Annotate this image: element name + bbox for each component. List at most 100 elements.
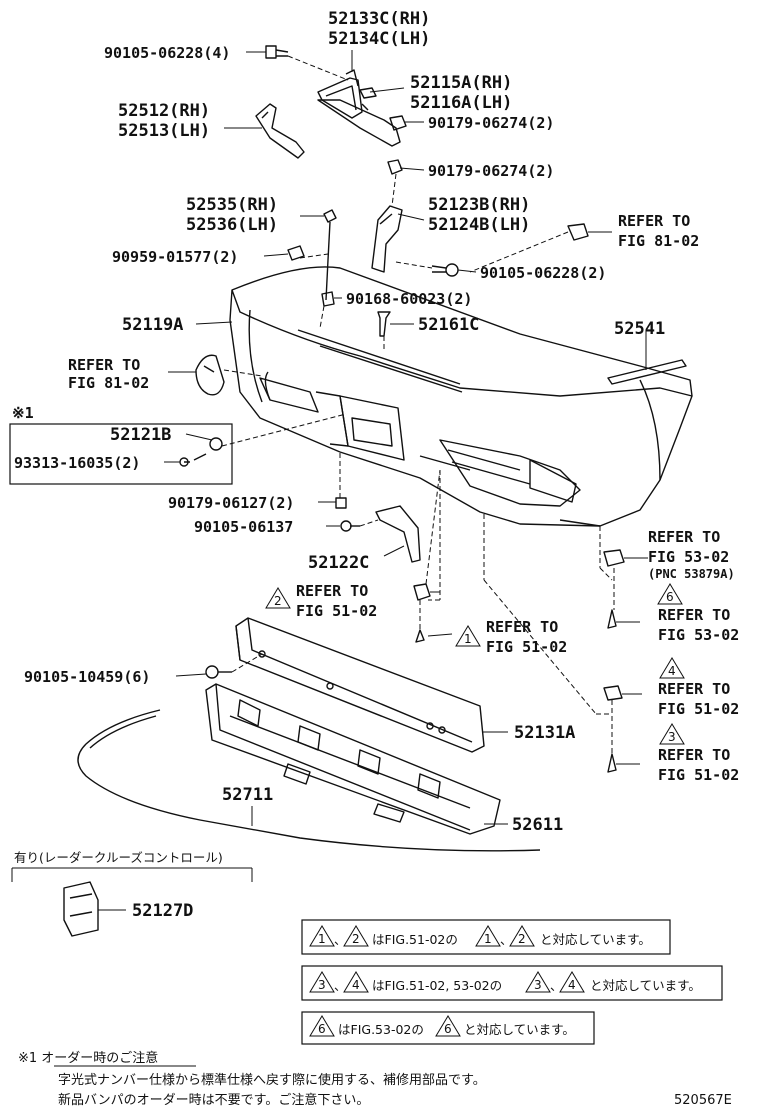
svg-text:、: 、	[334, 978, 347, 993]
legend-box-3	[301, 1011, 595, 1045]
label-52513: 52513(LH)	[118, 121, 210, 141]
svg-text:2: 2	[518, 932, 526, 946]
legend-row-1: 1 、 2 はFIG.51-02の 1 、 2 と対応しています。	[309, 925, 651, 947]
svg-text:4: 4	[352, 978, 360, 992]
svg-text:1: 1	[464, 632, 472, 646]
label-52611: 52611	[512, 815, 563, 835]
label-52541: 52541	[614, 319, 665, 339]
svg-text:3: 3	[534, 978, 542, 992]
label-90179-06274-b: 90179-06274(2)	[428, 162, 554, 180]
svg-text:6: 6	[318, 1022, 326, 1036]
svg-text:と対応しています。: と対応しています。	[540, 932, 651, 947]
label-52535: 52535(RH)	[186, 195, 278, 215]
label-52122c: 52122C	[308, 553, 369, 573]
svg-text:4: 4	[668, 664, 676, 678]
svg-text:はFIG.51-02の: はFIG.51-02の	[372, 932, 458, 947]
label-90959-01577: 90959-01577(2)	[112, 248, 238, 266]
svg-text:はFIG.53-02の: はFIG.53-02の	[338, 1022, 424, 1037]
option-box-star1	[9, 423, 233, 485]
bolt-90105-06228-top-drawing	[265, 45, 289, 59]
note-line-2: 新品バンパのオーダー時は不要です。ご注意下さい。	[58, 1092, 369, 1108]
svg-text:と対応しています。: と対応しています。	[464, 1022, 575, 1037]
label-52123b: 52123B(RH)	[428, 195, 530, 215]
label-star1: ※1	[12, 404, 34, 422]
label-90179-06127: 90179-06127(2)	[168, 494, 294, 512]
clip-ref-81-02-drawing	[567, 223, 589, 241]
fig-51-02-2: FIG 51-02	[486, 638, 567, 656]
fig-51-02-1: FIG 51-02	[296, 602, 377, 620]
fig-53-02-1: FIG 53-02	[648, 548, 729, 566]
label-52119a: 52119A	[122, 315, 183, 335]
label-52116a: 52116A(LH)	[410, 93, 512, 113]
bracket-52121b-drawing	[179, 437, 223, 467]
label-52124b: 52124B(LH)	[428, 215, 530, 235]
label-90105-06228-4: 90105-06228(4)	[104, 44, 230, 62]
radar-option-header: 有り(レーダークルーズコントロール)	[14, 850, 223, 865]
leader-lines	[98, 50, 648, 911]
svg-text:と対応しています。: と対応しています。	[590, 978, 701, 993]
clip-90959-drawing	[287, 245, 305, 261]
legend-row-2: 3 、 4 はFIG.51-02, 53-02の 3 、 4 と対応しています。	[309, 971, 701, 993]
svg-text:はFIG.51-02, 53-02の: はFIG.51-02, 53-02の	[372, 978, 502, 993]
svg-text:2: 2	[352, 932, 360, 946]
label-52134c: 52134C(LH)	[328, 29, 430, 49]
label-pnc: (PNC 53879A)	[648, 567, 735, 581]
svg-text:6: 6	[666, 590, 674, 604]
label-52711: 52711	[222, 785, 273, 805]
refer-to-4: REFER TO	[296, 582, 368, 600]
svg-text:4: 4	[568, 978, 576, 992]
clip-ref-51-02-drawing	[413, 583, 431, 643]
label-52121b: 52121B	[110, 425, 171, 445]
clips-right-drawing	[603, 549, 625, 773]
triangle-marker-1: 1	[455, 625, 481, 647]
refer-to-6: REFER TO	[486, 618, 558, 636]
label-90168-60023: 90168-60023(2)	[346, 290, 472, 308]
clip-90168-drawing	[321, 291, 335, 307]
label-90105-10459: 90105-10459(6)	[24, 668, 150, 686]
stay-52123b-drawing	[371, 205, 403, 273]
reinforcement-52131a-drawing	[235, 617, 485, 753]
molding-52541-drawing	[607, 359, 687, 385]
triangle-marker-2: 2	[265, 587, 291, 609]
svg-text:、: 、	[500, 932, 513, 947]
svg-text:1: 1	[484, 932, 492, 946]
fig-81-02-2: FIG 81-02	[68, 374, 149, 392]
retainer-52512-drawing	[255, 103, 305, 159]
refer-to-7: REFER TO	[658, 680, 730, 698]
seal-52711-drawing	[77, 709, 541, 852]
label-90105-06137: 90105-06137	[194, 518, 293, 536]
label-90105-06228-2: 90105-06228(2)	[480, 264, 606, 282]
refer-to-3: REFER TO	[648, 528, 720, 546]
nut-90179-06274-drawing	[387, 115, 407, 175]
refer-to-2: REFER TO	[68, 356, 140, 374]
label-52131a: 52131A	[514, 723, 575, 743]
refer-to-1: REFER TO	[618, 212, 690, 230]
bolt-90105-06228-mid-drawing	[431, 263, 459, 277]
note-title: ※1 オーダー時のご注意	[18, 1050, 158, 1066]
svg-text:6: 6	[444, 1022, 452, 1036]
label-52133c: 52133C(RH)	[328, 9, 430, 29]
screw-52161c-drawing	[377, 311, 391, 337]
fig-51-02-4: FIG 51-02	[658, 766, 739, 784]
svg-text:2: 2	[274, 594, 282, 608]
figure-code: 520567E	[674, 1093, 732, 1108]
retainer-52535-drawing	[323, 209, 337, 301]
bracket-52115a-drawing	[317, 87, 401, 147]
stay-52122c-drawing	[375, 505, 421, 563]
legend-row-3: 6 はFIG.53-02の 6 と対応しています。	[309, 1015, 575, 1037]
radar-option-bracket	[11, 867, 253, 882]
bolt-90105-06137-drawing	[340, 520, 360, 532]
fig-53-02-2: FIG 53-02	[658, 626, 739, 644]
svg-text:3: 3	[318, 978, 326, 992]
legend-box-2	[301, 965, 723, 1001]
fig-81-02-1: FIG 81-02	[618, 232, 699, 250]
refer-to-8: REFER TO	[658, 746, 730, 764]
svg-text:、: 、	[334, 932, 347, 947]
bracket-52127d-drawing	[63, 881, 99, 937]
fig-51-02-3: FIG 51-02	[658, 700, 739, 718]
svg-text:、: 、	[550, 978, 563, 993]
label-93313-16035: 93313-16035(2)	[14, 454, 140, 472]
label-52536: 52536(LH)	[186, 215, 278, 235]
label-52512: 52512(RH)	[118, 101, 210, 121]
